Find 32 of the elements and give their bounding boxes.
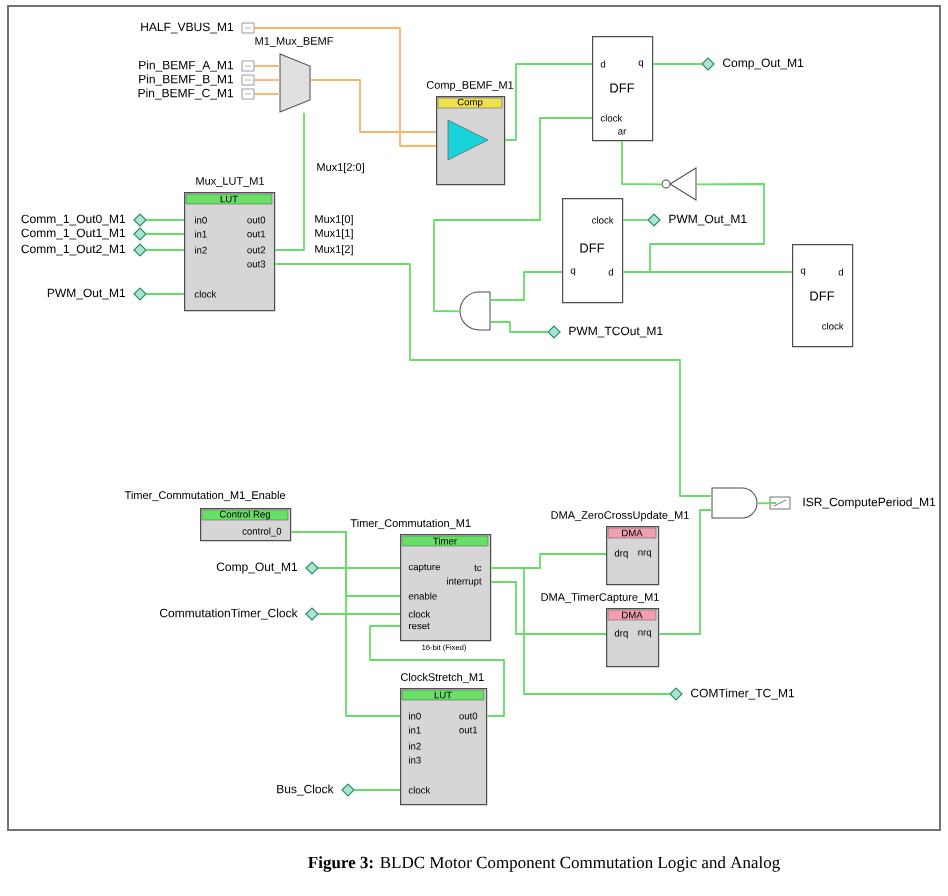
figure-caption: Figure 3: BLDC Motor Component Commutation Logic and Analog xyxy=(308,856,780,872)
wire xyxy=(309,79,437,133)
wire xyxy=(145,233,185,235)
wire xyxy=(622,271,793,273)
and-gate-symbol xyxy=(711,487,758,519)
wire xyxy=(353,789,401,791)
wire xyxy=(253,27,437,147)
wire xyxy=(145,249,185,251)
wire xyxy=(274,263,713,497)
wire xyxy=(253,65,281,67)
wire xyxy=(621,140,663,186)
wire xyxy=(369,625,505,717)
wire xyxy=(145,219,185,221)
wire xyxy=(622,219,649,221)
wire xyxy=(504,63,593,141)
wire xyxy=(253,79,281,81)
wire xyxy=(658,509,713,635)
wire xyxy=(317,567,401,569)
wire xyxy=(317,613,401,615)
and-gate-symbol xyxy=(459,291,491,331)
wire xyxy=(489,321,549,333)
inverter-symbol xyxy=(661,167,697,201)
wire xyxy=(145,293,185,295)
wire xyxy=(490,567,671,695)
wire xyxy=(433,117,593,313)
wire xyxy=(756,502,777,505)
wire xyxy=(290,531,401,717)
wire xyxy=(253,93,281,95)
wire xyxy=(489,271,563,301)
wire xyxy=(652,63,703,65)
wire xyxy=(490,581,607,635)
wire xyxy=(274,111,305,251)
